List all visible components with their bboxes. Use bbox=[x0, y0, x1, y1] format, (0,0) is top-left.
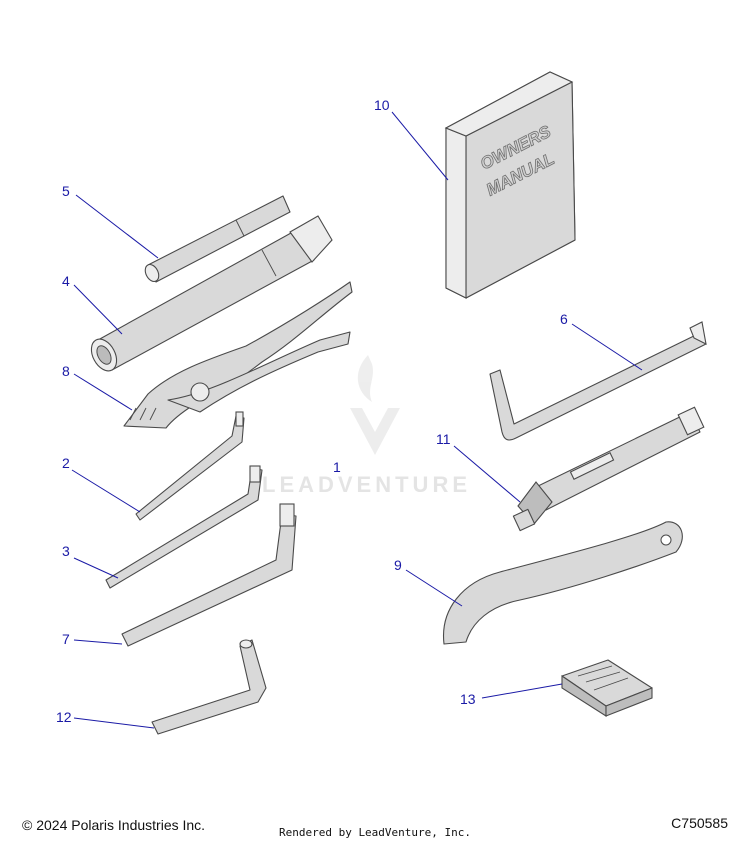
leader-13 bbox=[481, 683, 563, 699]
callout-6: 6 bbox=[560, 311, 568, 327]
leader-11 bbox=[453, 445, 521, 503]
leader-9 bbox=[405, 569, 463, 607]
callout-12: 12 bbox=[56, 709, 72, 725]
callout-labels: 1 2 3 4 5 6 7 8 9 10 11 12 13 bbox=[56, 97, 568, 725]
leader-2 bbox=[71, 469, 141, 513]
callout-9: 9 bbox=[394, 557, 402, 573]
socket-tube-small bbox=[144, 195, 291, 283]
diagram-code: C750585 bbox=[671, 815, 728, 831]
leader-10 bbox=[391, 111, 449, 181]
callout-8: 8 bbox=[62, 363, 70, 379]
leader-12 bbox=[73, 717, 155, 729]
ratchet-adapter bbox=[512, 406, 705, 532]
copyright-text: © 2024 Polaris Industries Inc. bbox=[22, 817, 206, 833]
callout-7: 7 bbox=[62, 631, 70, 647]
pliers bbox=[123, 281, 353, 429]
leadventure-watermark: LEADVENTURE bbox=[262, 355, 471, 497]
fuse-kit bbox=[561, 659, 653, 718]
callout-11: 11 bbox=[436, 431, 451, 447]
spanner-wrench bbox=[442, 521, 683, 645]
owners-manual: OWNERS MANUAL bbox=[444, 71, 576, 299]
socket-tube-large bbox=[90, 215, 333, 372]
hex-key-6-large bbox=[489, 321, 707, 441]
callout-4: 4 bbox=[62, 273, 70, 289]
leader-7 bbox=[73, 639, 123, 645]
leader-6 bbox=[571, 323, 643, 371]
watermark-text: LEADVENTURE bbox=[262, 472, 471, 497]
leader-3 bbox=[73, 557, 119, 579]
leader-4 bbox=[73, 284, 123, 335]
callout-3: 3 bbox=[62, 543, 70, 559]
leader-5 bbox=[75, 194, 159, 259]
bit-tool-12 bbox=[151, 639, 267, 735]
callout-5: 5 bbox=[62, 183, 70, 199]
leader-lines bbox=[71, 111, 643, 729]
callout-10: 10 bbox=[374, 97, 390, 113]
hex-key-3 bbox=[105, 465, 263, 589]
hex-key-2 bbox=[135, 411, 245, 521]
callout-1: 1 bbox=[333, 459, 341, 475]
callout-13: 13 bbox=[460, 691, 476, 707]
rendered-by-text: Rendered by LeadVenture, Inc. bbox=[278, 826, 472, 839]
hex-key-7 bbox=[121, 503, 297, 647]
leader-8 bbox=[73, 373, 133, 411]
callout-2: 2 bbox=[62, 455, 70, 471]
